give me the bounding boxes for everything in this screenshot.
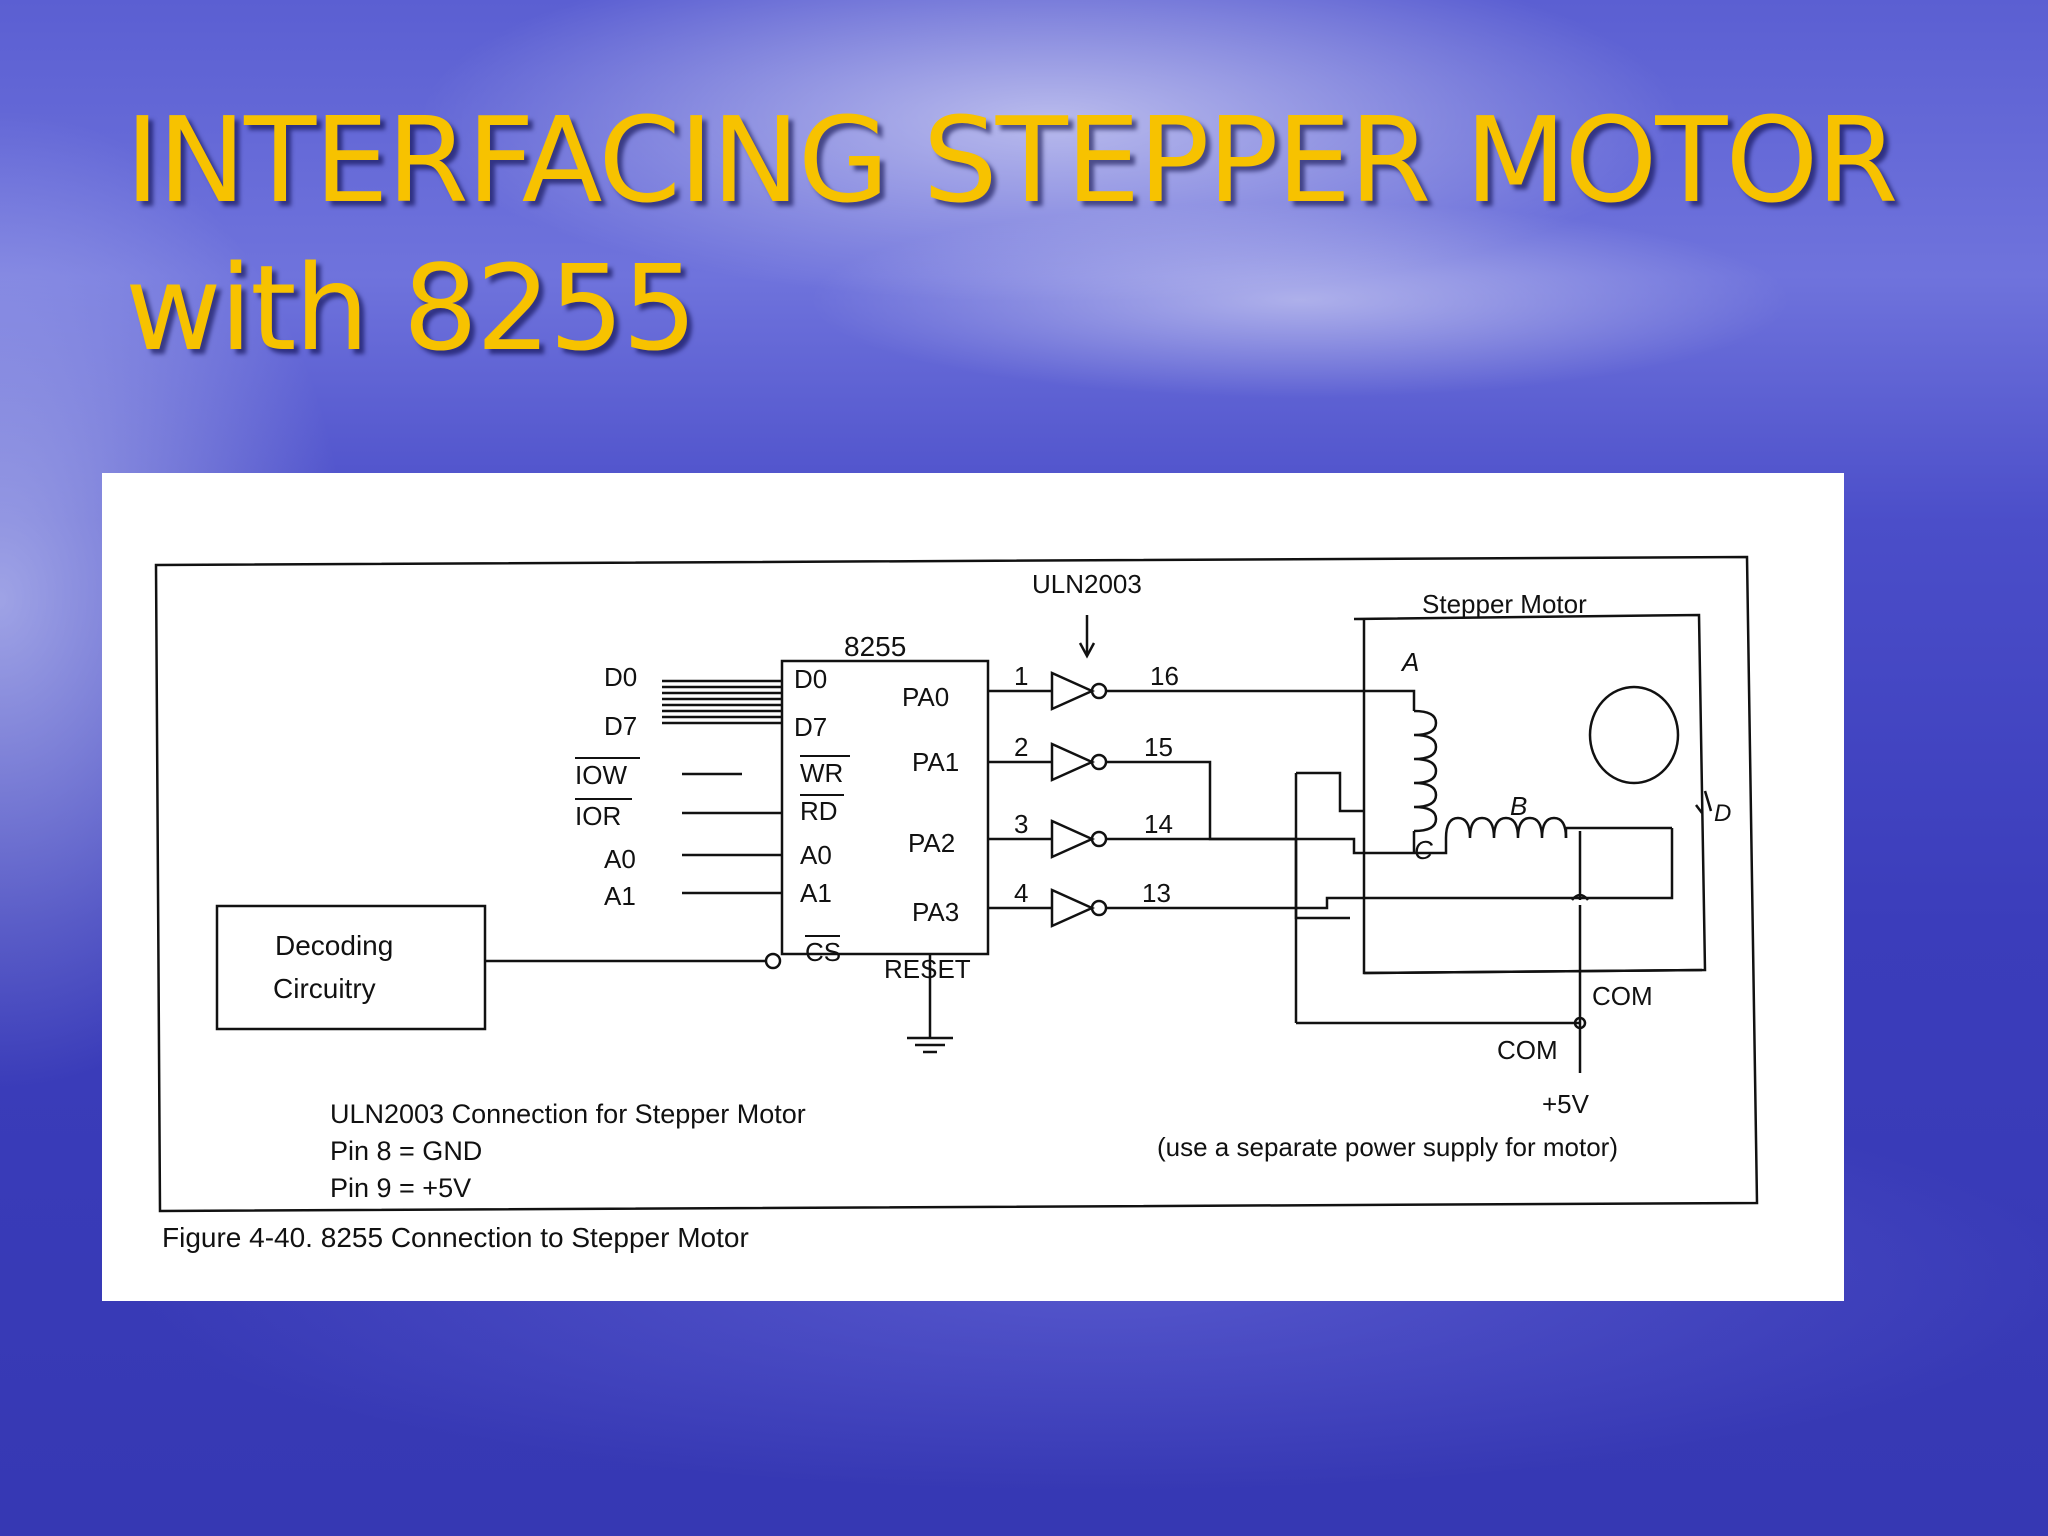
driver-out-16: 16 bbox=[1150, 661, 1179, 691]
rotor bbox=[1588, 685, 1680, 785]
decoder-box bbox=[215, 904, 487, 1031]
com-label-supply: COM bbox=[1497, 1035, 1558, 1065]
note-line-3: Pin 9 = +5V bbox=[330, 1173, 471, 1203]
chip-pin-d7: D7 bbox=[794, 712, 827, 742]
schematic-figure: Decoding Circuitry 8255 D0 D7 IOW IOR A0… bbox=[102, 473, 1844, 1301]
inverter-4 bbox=[1050, 888, 1096, 928]
driver-in-1: 1 bbox=[1014, 661, 1028, 691]
schematic-diagram: Decoding Circuitry 8255 D0 D7 IOW IOR A0… bbox=[154, 555, 1759, 1253]
chip-pin-rd: RD bbox=[800, 796, 838, 826]
inverter-2 bbox=[1050, 742, 1096, 782]
title-line-1: INTERFACING STEPPER MOTOR bbox=[125, 91, 1898, 229]
note-line-1: ULN2003 Connection for Stepper Motor bbox=[330, 1099, 806, 1129]
coil-b bbox=[1444, 816, 1568, 839]
note-line-2: Pin 8 = GND bbox=[330, 1136, 482, 1166]
coil-label-d: D bbox=[1714, 800, 1731, 827]
chip-pin-cs: CS bbox=[805, 937, 841, 967]
figure-border bbox=[154, 555, 1759, 1213]
figure-caption: Figure 4-40. 8255 Connection to Stepper … bbox=[162, 1222, 749, 1253]
chip-pin-reset: RESET bbox=[884, 954, 971, 984]
coil-label-c: C bbox=[1414, 835, 1433, 865]
driver-in-2: 2 bbox=[1014, 732, 1028, 762]
chip-pin-pa3: PA3 bbox=[912, 897, 959, 927]
chip-pin-a0: A0 bbox=[800, 840, 832, 870]
chip-pin-wr: WR bbox=[800, 758, 843, 788]
com-label-motor: COM bbox=[1592, 981, 1653, 1011]
motor-title: Stepper Motor bbox=[1422, 589, 1587, 619]
driver-out-13: 13 bbox=[1142, 878, 1171, 908]
decoder-label-2: Circuitry bbox=[273, 973, 376, 1004]
chip-pin-d0: D0 bbox=[794, 664, 827, 694]
supply-note: (use a separate power supply for motor) bbox=[1157, 1132, 1618, 1162]
bus-label-d7: D7 bbox=[604, 711, 637, 741]
bus-label-d0: D0 bbox=[604, 662, 637, 692]
chip-8255 bbox=[780, 659, 990, 956]
slide-title: INTERFACING STEPPER MOTOR with 8255 bbox=[125, 86, 1985, 382]
bus-label-a0: A0 bbox=[604, 844, 636, 874]
bus-label-a1: A1 bbox=[604, 881, 636, 911]
chip-pin-pa0: PA0 bbox=[902, 682, 949, 712]
coil-label-b: B bbox=[1510, 791, 1527, 821]
driver-in-3: 3 bbox=[1014, 809, 1028, 839]
motor-frame bbox=[1353, 613, 1707, 975]
driver-name: ULN2003 bbox=[1032, 569, 1142, 599]
chip-name: 8255 bbox=[844, 631, 906, 662]
chip-pin-pa2: PA2 bbox=[908, 828, 955, 858]
bus-label-ior: IOR bbox=[575, 801, 621, 831]
chip-pin-a1: A1 bbox=[800, 878, 832, 908]
driver-out-15: 15 bbox=[1144, 732, 1173, 762]
driver-in-4: 4 bbox=[1014, 878, 1028, 908]
supply-label: +5V bbox=[1542, 1089, 1590, 1119]
inverter-3 bbox=[1050, 819, 1096, 859]
title-line-2: with 8255 bbox=[125, 239, 697, 377]
inverter-1 bbox=[1050, 671, 1096, 711]
coil-label-a: A bbox=[1400, 647, 1419, 677]
decoder-label-1: Decoding bbox=[275, 930, 393, 961]
chip-pin-pa1: PA1 bbox=[912, 747, 959, 777]
driver-out-14: 14 bbox=[1144, 809, 1173, 839]
bus-label-iow: IOW bbox=[575, 760, 627, 790]
coil-a bbox=[1413, 709, 1438, 833]
